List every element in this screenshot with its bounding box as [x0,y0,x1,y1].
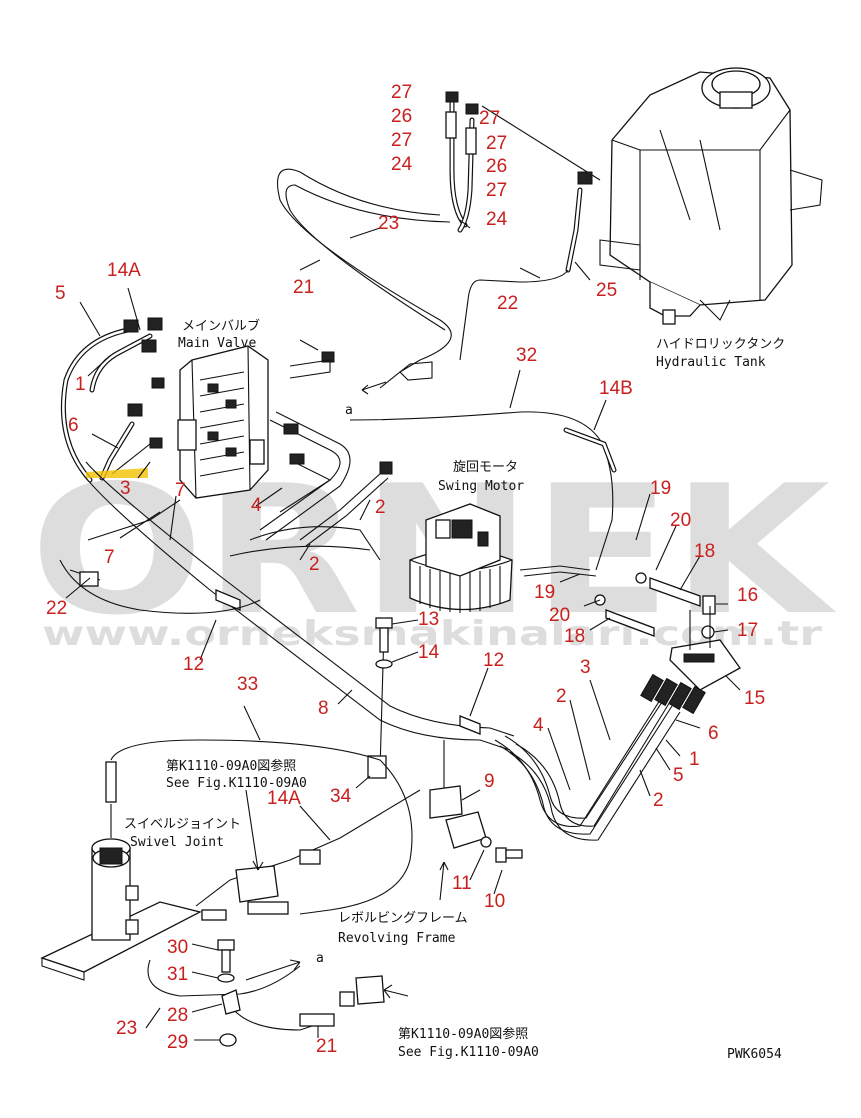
callout: 2 [556,686,567,707]
callout: 9 [484,771,495,792]
callout: 2 [309,554,320,575]
callout: 3 [580,657,591,678]
callout: 18 [564,626,585,647]
callout: 1 [75,374,86,395]
hose-clamp-assembly [594,572,741,691]
ref-a-2: a [316,951,324,966]
callout: 24 [391,154,413,175]
callout: 24 [486,209,508,230]
callout: 26 [486,156,507,177]
callout: 34 [330,786,352,807]
callout: 23 [116,1018,137,1039]
callout: 22 [46,598,67,619]
main-valve-label-jp: メインバルブ [182,318,260,334]
callout: 12 [183,654,204,675]
callout: 7 [175,480,186,501]
callout: 4 [533,715,544,736]
callout: 19 [650,478,671,499]
callout: 20 [670,510,691,531]
callout: 18 [694,541,715,562]
drain-lines [349,411,617,577]
callout: 25 [596,280,617,301]
callout: 32 [516,345,537,366]
valve-right-pipes [259,339,393,547]
callout: 27 [391,130,412,151]
bolt-13-14 [375,617,393,669]
see-fig-1-en: See Fig.K1110-09A0 [166,776,307,791]
hydraulic-tank-label-en: Hydraulic Tank [656,355,766,370]
drawing-code: PWK6054 [727,1047,782,1062]
main-valve-label-en: Main Valve [178,336,256,351]
callout: 20 [549,605,570,626]
ref-a-1: a [345,403,353,418]
callout: 28 [167,1005,188,1026]
callout: 23 [378,213,399,234]
callout: 16 [737,585,758,606]
callout: 22 [497,293,518,314]
see-fig-2-jp: 第K1110-09A0図参照 [398,1026,528,1042]
callout: 1 [689,749,700,770]
callout: 6 [708,723,719,744]
swivel-joint-label-en: Swivel Joint [130,835,224,850]
callout: 14A [107,260,141,281]
callout: 26 [391,106,412,127]
callout: 12 [483,650,504,671]
revolving-frame-label-jp: レボルビングフレーム [338,911,468,926]
callout: 3 [120,478,131,499]
swing-motor-label-en: Swing Motor [438,479,524,494]
see-fig-2-en: See Fig.K1110-09A0 [398,1045,539,1060]
callout: 13 [418,609,439,630]
swivel-joint [40,761,202,981]
callout: 27 [486,180,507,201]
callout: 21 [316,1036,337,1057]
pilot-loop-lines [276,168,452,395]
callout: 6 [68,415,79,436]
top-return-hoses [445,91,601,361]
callout: 11 [452,873,472,894]
callout: 10 [484,891,505,912]
callout: 5 [55,283,66,304]
callout: 15 [744,688,765,709]
swing-motor-label-jp: 旋回モータ [453,460,518,475]
callout: 17 [737,620,758,641]
callout: 21 [293,277,314,298]
callout: 14 [418,642,440,663]
callout: 27 [486,133,507,154]
callout: 14B [599,378,633,399]
callout: 27 [479,108,500,129]
callouts: 27 26 27 24 27 27 26 27 24 23 21 22 25 5… [46,82,765,1057]
swing-motor [409,503,513,613]
lower-lines [110,739,421,1031]
callout: 31 [167,964,188,985]
main-hose-bundle [79,461,706,841]
callout: 29 [167,1032,188,1053]
callout: 27 [391,82,412,103]
callout: 5 [673,765,684,786]
watermark: ORNEK www.orneksmakinalari.com.tr [30,447,837,654]
callout: 8 [318,698,329,719]
callout: 7 [104,547,115,568]
callout: 4 [251,495,262,516]
callout: 19 [534,582,555,603]
revolving-frame-label-en: Revolving Frame [338,931,456,946]
left-hoses [60,317,165,483]
callout: 14A [267,788,301,809]
swivel-joint-label-jp: スイベルジョイント [124,817,241,832]
main-valve [177,345,269,499]
callout: 2 [653,790,664,811]
callout: 30 [167,937,188,958]
small-fasteners [217,939,241,1047]
frame-bracket [429,785,523,901]
hydraulic-tank [599,67,823,325]
callout: 33 [237,674,258,695]
see-fig-1-jp: 第K1110-09A0図参照 [166,758,296,774]
hydraulic-tank-label-jp: ハイドロリックタンク [656,337,785,352]
callout: 2 [375,497,386,518]
callout-leaders [65,219,741,1041]
